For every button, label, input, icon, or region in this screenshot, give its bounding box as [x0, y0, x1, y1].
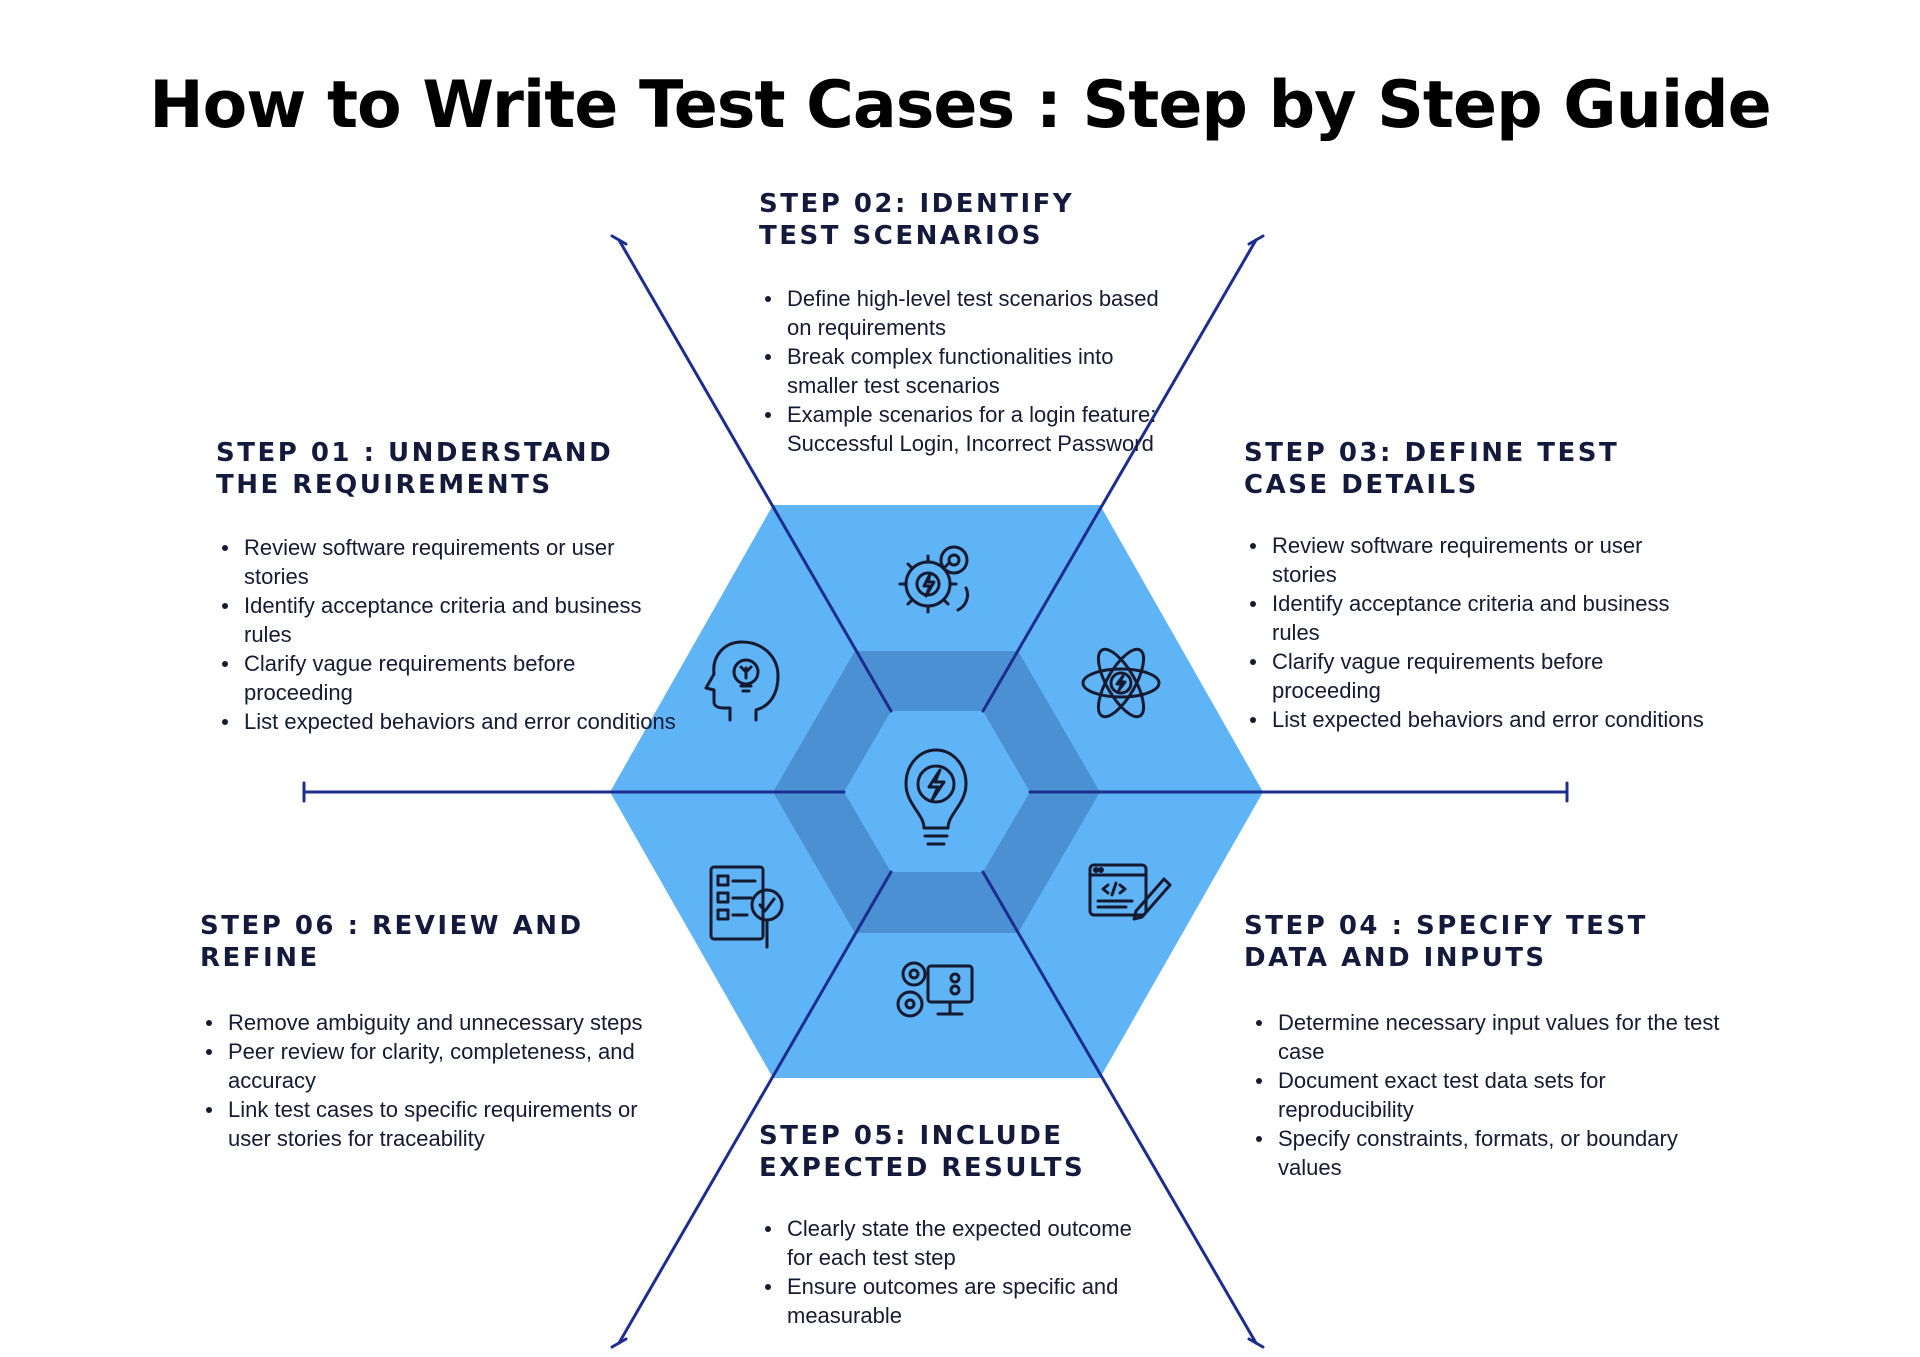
head-lightbulb-icon: [704, 640, 780, 722]
list-item: Clearly state the expected outcome for e…: [765, 1214, 1159, 1272]
list-item: Clarify vague requirements before procee…: [222, 649, 676, 707]
list-item: List expected behaviors and error condit…: [1250, 707, 1704, 732]
spoke-upper-right: [981, 238, 1258, 713]
list-item: Remove ambiguity and unnecessary steps: [206, 1008, 680, 1037]
spoke-lower-right: [981, 870, 1258, 1345]
list-item: Specify constraints, formats, or boundar…: [1256, 1124, 1744, 1182]
list-item: Identify acceptance criteria and busines…: [222, 591, 676, 649]
gears-bolt-icon: [898, 545, 970, 614]
monitor-gears-checklist-icon: [896, 961, 974, 1018]
step-05-heading: STEP 05: INCLUDE EXPECTED RESULTS: [759, 1121, 1086, 1183]
step-06-block: STEP 06 : REVIEW AND REFINE Remove ambig…: [200, 910, 680, 1153]
step-02-heading: STEP 02: IDENTIFY TEST SCENARIOS: [759, 189, 1075, 251]
step-03-block: STEP 03: DEFINE TEST CASE DETAILS Review…: [1244, 437, 1704, 734]
step-04-heading: STEP 04 : SPECIFY TEST DATA AND INPUTS: [1244, 911, 1648, 973]
list-item: Review software requirements or user sto…: [1250, 531, 1704, 589]
spoke-upper-left: [617, 238, 893, 713]
list-item: Document exact test data sets for reprod…: [1256, 1066, 1744, 1124]
step-01-block: STEP 01 : UNDERSTAND THE REQUIREMENTS Re…: [216, 437, 676, 736]
step-01-heading: STEP 01 : UNDERSTAND THE REQUIREMENTS: [216, 438, 614, 500]
step-05-block: STEP 05: INCLUDE EXPECTED RESULTS Clearl…: [759, 1120, 1159, 1330]
page-title: How to Write Test Cases : Step by Step G…: [149, 68, 1772, 143]
atom-bolt-icon: [1081, 647, 1161, 719]
step-03-bullet-list: Review software requirements or user sto…: [1244, 531, 1704, 734]
checklist-magnifier-icon: [709, 865, 784, 949]
list-item: List expected behaviors and error condit…: [222, 709, 676, 734]
list-item: Determine necessary input values for the…: [1256, 1008, 1744, 1066]
step-02-bullet-list: Define high-level test scenarios based o…: [759, 284, 1159, 458]
spoke-lower-left: [617, 870, 893, 1345]
list-item: Define high-level test scenarios based o…: [765, 286, 1159, 340]
code-window-pen-icon: [1088, 863, 1172, 921]
list-item: Review software requirements or user sto…: [222, 533, 676, 591]
list-item: Peer review for clarity, completeness, a…: [206, 1037, 680, 1095]
lightbulb-bolt-icon: [904, 748, 968, 846]
step-01-bullet-list: Review software requirements or user sto…: [216, 533, 676, 736]
list-item: Example scenarios for a login feature: S…: [765, 400, 1159, 458]
list-item: Ensure outcomes are specific and measura…: [765, 1272, 1159, 1330]
step-04-block: STEP 04 : SPECIFY TEST DATA AND INPUTS D…: [1244, 910, 1744, 1182]
list-item: Identify acceptance criteria and busines…: [1250, 589, 1704, 647]
list-item: Break complex functionalities into small…: [765, 342, 1159, 400]
step-05-bullet-list: Clearly state the expected outcome for e…: [759, 1214, 1159, 1330]
step-06-bullet-list: Remove ambiguity and unnecessary steps P…: [200, 1008, 680, 1153]
step-03-heading: STEP 03: DEFINE TEST CASE DETAILS: [1244, 438, 1620, 500]
list-item: Link test cases to specific requirements…: [206, 1095, 680, 1153]
step-06-heading: STEP 06 : REVIEW AND REFINE: [200, 911, 584, 973]
list-item: Clarify vague requirements before procee…: [1250, 647, 1704, 705]
step-02-block: STEP 02: IDENTIFY TEST SCENARIOS Define …: [759, 188, 1159, 458]
step-04-bullet-list: Determine necessary input values for the…: [1244, 1008, 1744, 1182]
